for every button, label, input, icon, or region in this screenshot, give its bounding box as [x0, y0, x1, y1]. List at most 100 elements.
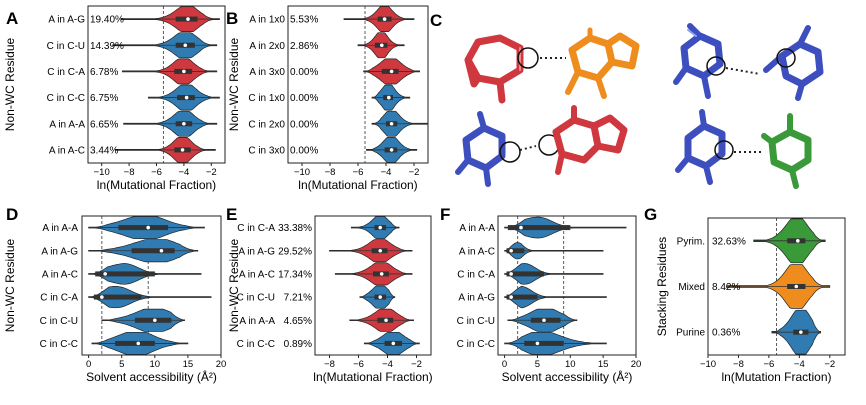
violin-median — [146, 225, 150, 230]
violin-median — [379, 272, 384, 276]
row-label: A in A-A — [239, 316, 275, 327]
x-tick-label: −8 — [124, 167, 135, 178]
panel-letter-b: B — [226, 9, 238, 28]
violin-median — [794, 284, 799, 289]
plot-frame — [287, 5, 429, 164]
x-tick-label: −6 — [353, 359, 364, 370]
violin-panel-f: FA in A-AA in A-CC in C-AA in A-GC in C-… — [440, 205, 641, 384]
row-label: C in C-C — [40, 339, 78, 350]
plot-frame — [81, 215, 222, 356]
violin-median — [378, 225, 383, 230]
row-label: A in A-C — [459, 246, 495, 257]
y-axis-label: Non-WC Residue — [3, 238, 17, 332]
row-label: C in C-U — [457, 316, 495, 327]
y-axis-label: Stacking Residues — [655, 237, 669, 336]
row-percentage: 3.44% — [90, 145, 118, 156]
row-label: A in 3x0 — [249, 67, 285, 78]
violin-median — [519, 225, 523, 230]
row-label: C in 1x0 — [248, 93, 285, 104]
x-tick-label: −4 — [381, 167, 392, 178]
x-tick-label: 5 — [535, 359, 540, 370]
red-purine-structure-top — [464, 34, 524, 104]
violin-iqr-box — [524, 340, 564, 346]
row-label: A in A-A — [459, 223, 495, 234]
row-label: C in C-C — [47, 93, 85, 104]
y-axis-label: Non-WC Residue — [227, 37, 241, 131]
row-label: A in 2x0 — [249, 41, 285, 52]
row-percentage: 8.42% — [712, 282, 740, 293]
row-percentage: 33.38% — [278, 223, 312, 234]
x-tick-label: 20 — [631, 359, 642, 370]
panel-letter-a: A — [6, 9, 18, 28]
row-percentage: 0.00% — [290, 93, 318, 104]
violin-iqr-box — [506, 248, 525, 254]
row-label: Pyrim. — [677, 236, 705, 247]
row-label: A in A-C — [42, 269, 78, 280]
row-percentage: 0.36% — [712, 328, 740, 339]
stacking-dotted-line — [519, 145, 537, 151]
row-percentage: 4.65% — [284, 316, 312, 327]
x-axis-label: Solvent accessibility (Å²) — [502, 369, 633, 384]
panel-letter-c: C — [430, 11, 442, 30]
violin-median — [182, 121, 186, 126]
orange-purine-structure — [565, 27, 640, 99]
violin-median — [153, 318, 157, 323]
contact-circle — [776, 48, 796, 68]
plot-frame — [707, 217, 846, 356]
panel-letter-d: D — [6, 205, 18, 224]
x-tick-label: 15 — [598, 359, 609, 370]
violin-iqr-box — [115, 340, 155, 346]
row-label: C in C-C — [237, 339, 275, 350]
contact-circle — [517, 47, 539, 69]
panel-c-molecular-structures: C — [430, 11, 824, 189]
violin-median — [100, 295, 104, 299]
violin-median — [183, 43, 188, 48]
row-percentage: 0.00% — [290, 67, 318, 78]
violin-median — [180, 148, 185, 152]
x-tick-label: −10 — [294, 167, 310, 178]
violin-median — [796, 239, 800, 243]
row-percentage: 32.63% — [712, 236, 746, 247]
green-pyrimidine-structure — [761, 113, 812, 189]
plot-frame — [314, 215, 432, 356]
violin-median — [389, 69, 394, 74]
x-tick-label: −2 — [409, 167, 420, 178]
violin-median — [542, 318, 546, 323]
blue-pyrimidine-structure-bottom-right — [675, 109, 726, 185]
x-axis-label: ln(Mutational Fraction) — [97, 178, 216, 192]
violin-iqr-box — [93, 294, 142, 300]
y-axis-label: Non-WC Residue — [3, 37, 17, 131]
violin-iqr-box — [506, 271, 544, 277]
x-tick-label: 0 — [86, 359, 91, 370]
x-tick-label: 10 — [150, 359, 161, 370]
violin-median — [103, 272, 107, 276]
contact-circle — [714, 140, 734, 160]
row-label: A in 1x0 — [249, 15, 285, 26]
hbond-dotted-line — [725, 67, 761, 75]
violin-median — [380, 43, 384, 48]
violin-median — [509, 295, 513, 299]
violin-median — [535, 341, 540, 346]
row-label: A in A-A — [49, 119, 85, 130]
row-label: C in 3x0 — [248, 145, 285, 156]
x-tick-label: −10 — [94, 167, 110, 178]
row-label: A in A-G — [41, 246, 78, 257]
contact-circle — [706, 56, 726, 76]
x-tick-label: −4 — [794, 359, 805, 370]
blue-pyrimidine-structure-top-right — [763, 25, 824, 101]
row-label: C in C-A — [457, 269, 495, 280]
x-tick-label: −2 — [411, 359, 422, 370]
row-percentage: 0.00% — [290, 119, 318, 130]
x-tick-label: −8 — [325, 167, 336, 178]
x-tick-label: 5 — [119, 359, 124, 370]
violin-median — [136, 341, 141, 346]
row-label: A in A-G — [458, 293, 495, 304]
x-tick-label: −10 — [700, 359, 716, 370]
row-percentage: 7.21% — [284, 293, 312, 304]
